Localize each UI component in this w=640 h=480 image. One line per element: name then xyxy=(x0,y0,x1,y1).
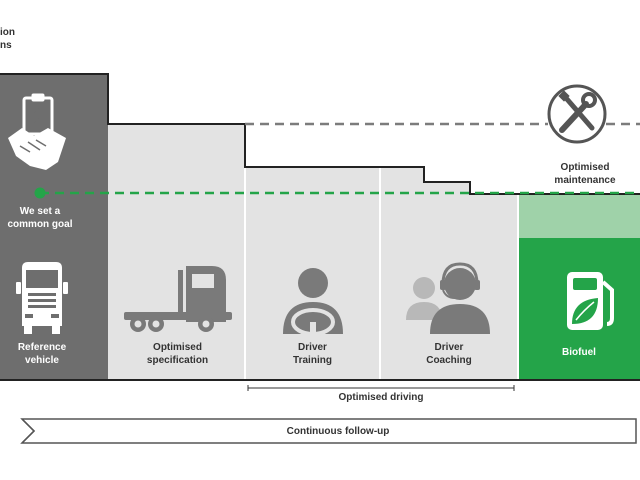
optimised-specification-label: Optimised specification xyxy=(146,342,209,366)
specification-column xyxy=(108,124,245,380)
continuous-followup-label: Continuous follow-up xyxy=(286,426,390,437)
wrench-screwdriver-icon xyxy=(547,84,607,144)
driver-training-label: Driver Training xyxy=(293,342,332,366)
biofuel-label: Biofuel xyxy=(562,347,596,358)
optimised-maintenance-label: Optimised maintenance xyxy=(554,162,616,186)
top-cutoff-label: ion ns xyxy=(0,27,15,51)
clipboard-handshake-icon xyxy=(8,93,66,170)
fuel-pump-leaf-icon xyxy=(567,272,614,330)
driver-coaching-label: Driver Coaching xyxy=(426,342,472,366)
optimised-driving-label: Optimised driving xyxy=(338,392,424,403)
truck-front-icon xyxy=(16,262,68,334)
coaching-column xyxy=(380,167,424,380)
coach-headset-icon xyxy=(406,262,490,334)
biofuel-light-band xyxy=(518,194,640,238)
optimised-driving-bracket xyxy=(247,385,515,391)
reference-vehicle-label: Reference vehicle xyxy=(17,342,67,366)
truck-side-icon xyxy=(124,266,232,332)
goal-dot xyxy=(34,187,46,199)
staircase-outline xyxy=(0,73,640,195)
driver-steering-icon xyxy=(283,268,343,336)
goal-label: We set a common goal xyxy=(7,206,73,230)
